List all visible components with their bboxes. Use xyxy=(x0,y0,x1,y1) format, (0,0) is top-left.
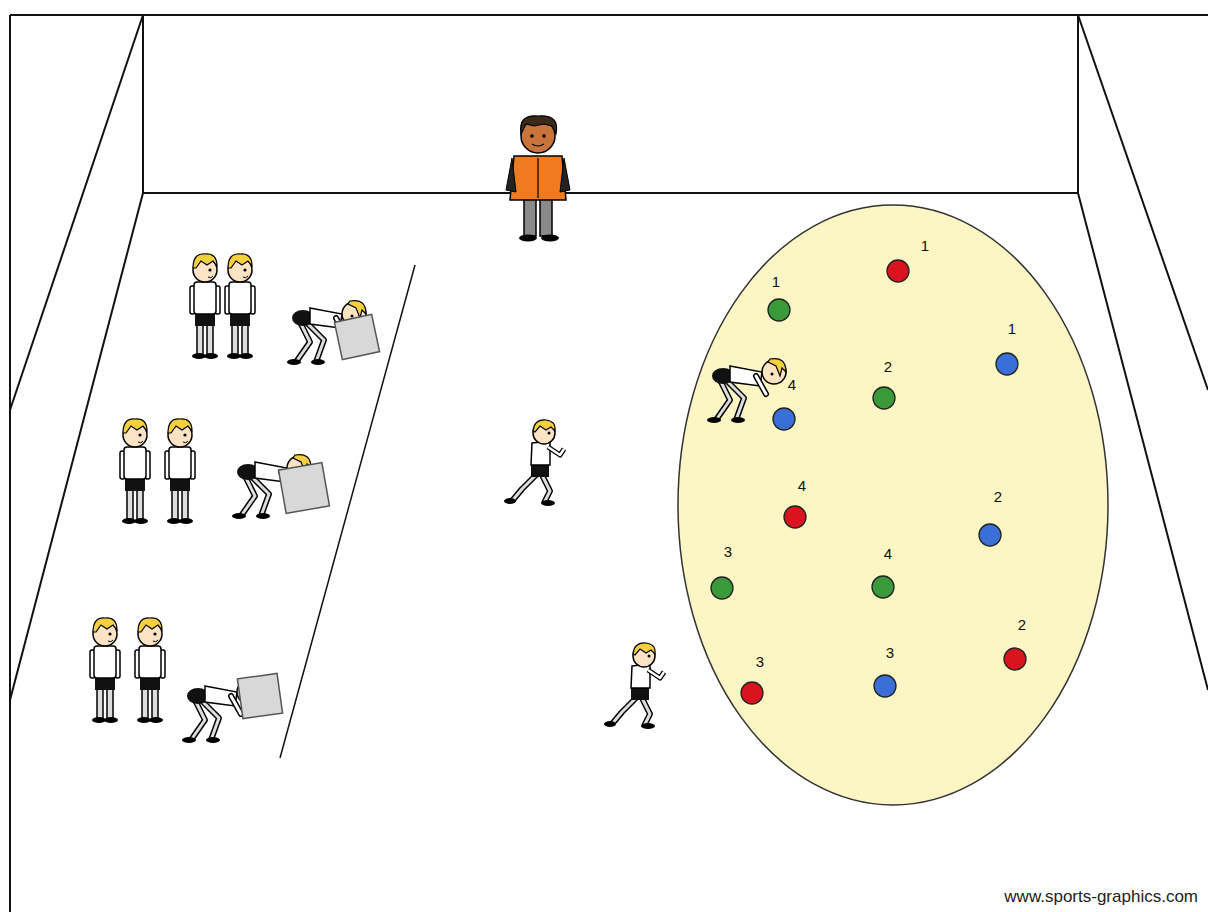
ball-number: 1 xyxy=(772,274,780,289)
ball-number: 3 xyxy=(724,544,732,559)
throwing-players xyxy=(182,301,380,743)
target-zone xyxy=(678,205,1108,805)
ball-number: 4 xyxy=(788,377,796,392)
waiting-players xyxy=(90,254,255,723)
watermark: www.sports-graphics.com xyxy=(1004,888,1198,905)
ball-number: 2 xyxy=(884,359,892,374)
ball-number: 2 xyxy=(1018,617,1026,632)
balls xyxy=(711,260,1026,704)
ball-number: 1 xyxy=(921,238,929,253)
room-lines xyxy=(10,15,1208,912)
ball-number: 2 xyxy=(994,489,1002,504)
coach xyxy=(506,116,570,242)
ball-number: 3 xyxy=(756,654,764,669)
ball-number: 1 xyxy=(1008,321,1016,336)
running-players xyxy=(504,359,786,729)
ball-number: 4 xyxy=(798,478,806,493)
ball-number: 3 xyxy=(886,645,894,660)
ball-number: 4 xyxy=(884,546,892,561)
